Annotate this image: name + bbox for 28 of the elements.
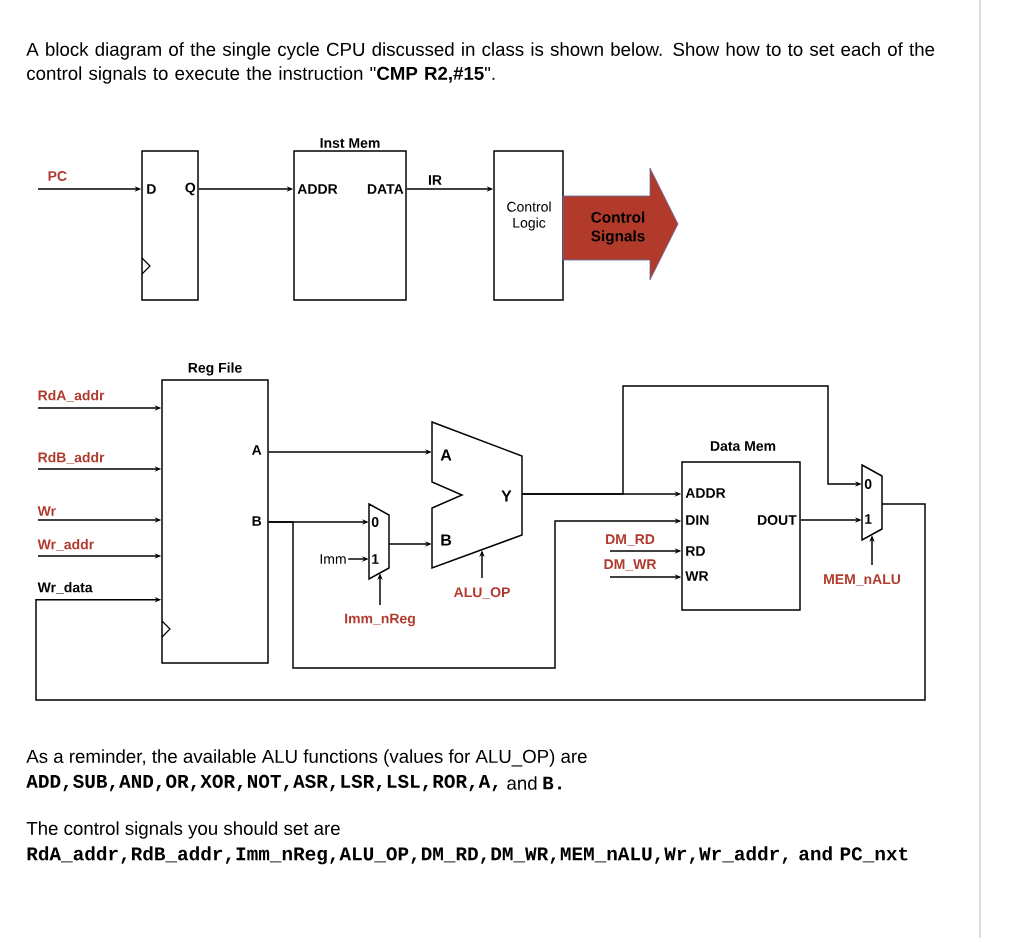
signal-label: PC <box>46 169 69 183</box>
node-label: Data Mem <box>710 441 776 451</box>
signal-label: RdB_addr <box>36 450 106 466</box>
signal-label: IR <box>426 173 444 187</box>
signal-label: Wr_addr <box>36 537 96 553</box>
memory-box: Inst Mem ADDR DATA <box>293 138 407 301</box>
code-text: RdA_addr,RdB_addr,Imm_nReg,ALU_OP,DM_RD,DM_WR,MEM_nALU,Wr,Wr_addr, and PC_nxt <box>27 846 908 865</box>
signal-label: Wr <box>36 504 58 518</box>
signal-label: RdA_addr <box>36 388 106 404</box>
note-text: and <box>507 776 537 790</box>
question-text: A block diagram of the single cycle CPU discussed in class is shown below. Show how to to set each of the control signals to execute the instruction "CMP R2,#15". <box>26 42 935 84</box>
node-label: Reg File <box>188 362 242 376</box>
memory-box: Data Mem ADDR DIN DOUT RD WR <box>681 441 801 611</box>
signal-label: ALU_OP <box>452 585 512 601</box>
node-label: Inst Mem <box>320 138 380 148</box>
register-box: D Q <box>141 150 199 301</box>
code-text: ADD,SUB,AND,OR,XOR,NOT,ASR,LSR,LSL,ROR,A, <box>26 774 498 792</box>
signal-label: Imm_nReg <box>342 612 418 628</box>
signal-label: DM_RD <box>603 533 657 547</box>
register-file-box: Reg File A B <box>161 362 269 664</box>
signal-label: DM_WR <box>602 558 658 572</box>
note-text: The control signals you should set are <box>26 821 340 839</box>
signal-label: MEM_nALU <box>821 573 903 587</box>
note-text: As a reminder, the available ALU functions (values for ALU_OP) are <box>26 749 587 767</box>
signal-label: Wr_data <box>36 580 94 596</box>
code-text: B. <box>543 776 561 790</box>
arrow <box>35 503 926 701</box>
input-label: Imm <box>320 554 346 564</box>
